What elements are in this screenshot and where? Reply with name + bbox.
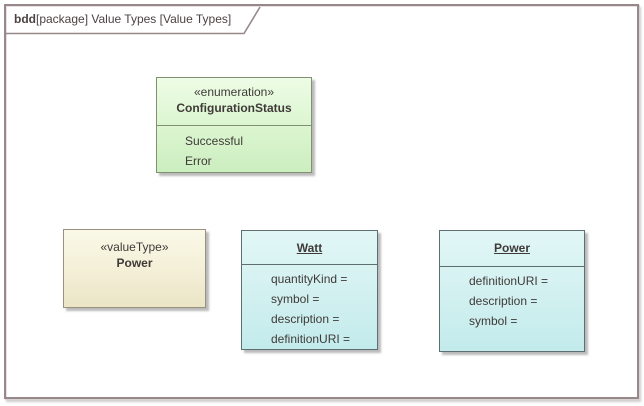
- attribute: description =: [469, 294, 538, 308]
- block-power-name: Power: [493, 241, 530, 255]
- block-power-attributes-compartment: definitionURI = description = symbol =: [440, 266, 584, 351]
- block-watt[interactable]: Watt quantityKind = symbol = description…: [241, 230, 378, 350]
- enumeration-stereotype: «enumeration»: [193, 85, 275, 99]
- attribute: symbol =: [469, 314, 518, 328]
- attribute: symbol =: [271, 292, 320, 306]
- block-watt-header: Watt: [242, 231, 377, 264]
- diagram-title: bdd[package] Value Types [Value Types]: [14, 12, 231, 26]
- valuetype-power[interactable]: «valueType» Power: [63, 229, 206, 308]
- enumeration-literals-compartment: Successful Error: [157, 125, 311, 172]
- valuetype-name: Power: [116, 256, 153, 270]
- diagram-title-rest: [package] Value Types [Value Types]: [36, 12, 232, 26]
- enumeration-name: ConfigurationStatus: [176, 101, 292, 115]
- diagram-frame: bdd[package] Value Types [Value Types] «…: [4, 4, 639, 399]
- enumeration-header: «enumeration» ConfigurationStatus: [157, 78, 311, 125]
- valuetype-stereotype: «valueType»: [100, 240, 169, 254]
- frame-tab-outline: [6, 6, 261, 35]
- enumeration-literal: Successful: [185, 134, 244, 148]
- enumeration-literal: Error: [185, 154, 212, 168]
- block-power[interactable]: Power definitionURI = description = symb…: [439, 230, 585, 352]
- block-watt-name: Watt: [296, 241, 323, 255]
- diagram-frame-tab[interactable]: bdd[package] Value Types [Value Types]: [6, 6, 264, 35]
- enumeration-configurationstatus[interactable]: «enumeration» ConfigurationStatus Succes…: [156, 77, 312, 173]
- attribute: description =: [271, 312, 340, 326]
- attribute: definitionURI =: [271, 332, 351, 346]
- valuetype-header: «valueType» Power: [64, 230, 205, 271]
- attribute: definitionURI =: [469, 274, 549, 288]
- attribute: quantityKind =: [271, 272, 348, 286]
- diagram-kind-label: bdd: [14, 12, 36, 26]
- block-watt-attributes-compartment: quantityKind = symbol = description = de…: [242, 264, 377, 349]
- block-power-header: Power: [440, 231, 584, 266]
